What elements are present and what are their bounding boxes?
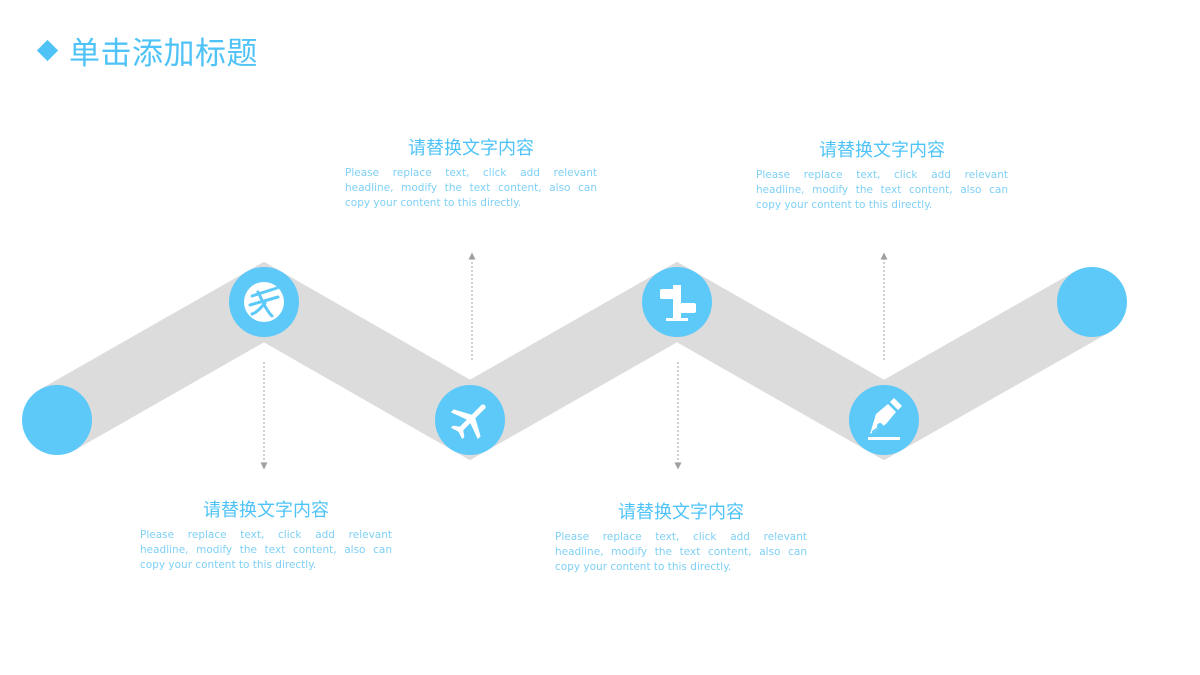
step-node-4 [849,385,919,455]
step-description: Please replace text, click add relevant … [140,529,392,571]
step-node-1 [229,267,299,337]
step-heading: 请替换文字内容 [203,500,329,521]
step-node-2 [435,385,505,455]
step-description: Please replace text, click add relevant … [756,169,1008,211]
step-heading: 请替换文字内容 [819,140,945,161]
step-node-3 [642,267,712,337]
grain-circle-icon [244,282,284,322]
step-card-4: 请替换文字内容 Please replace text, click add r… [756,140,1008,213]
end-node [1057,267,1127,337]
step-heading: 请替换文字内容 [618,502,744,523]
fountain-pen-icon [868,398,902,440]
step-card-3: 请替换文字内容 Please replace text, click add r… [555,502,807,575]
step-description: Please replace text, click add relevant … [555,531,807,573]
step-description: Please replace text, click add relevant … [345,167,597,209]
page-title: 单击添加标题 [69,35,258,72]
airplane-icon [450,404,486,440]
signpost-icon [660,285,696,321]
step-card-2: 请替换文字内容 Please replace text, click add r… [345,138,597,211]
slide-title: 单击添加标题 [36,26,258,74]
zigzag-band [39,261,1110,461]
step-heading: 请替换文字内容 [408,138,534,159]
start-node [22,385,92,455]
step-card-1: 请替换文字内容 Please replace text, click add r… [140,500,392,573]
